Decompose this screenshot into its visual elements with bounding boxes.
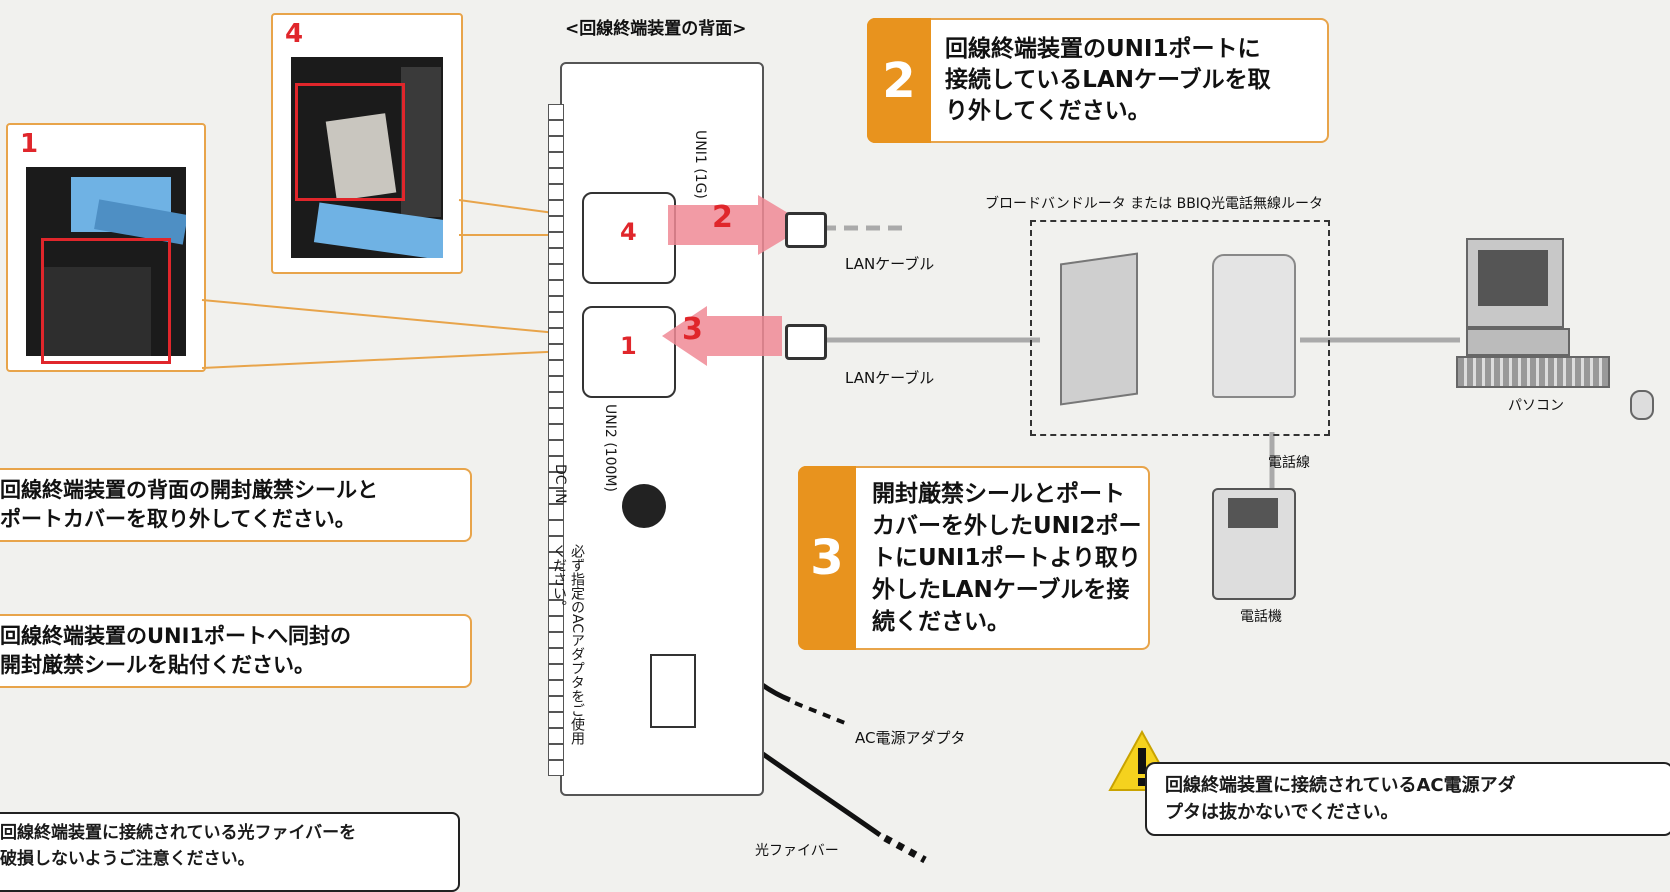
broadband-router-icon xyxy=(1060,252,1138,406)
cover-highlight xyxy=(41,238,171,364)
lan-cable-label: LANケーブル xyxy=(845,369,935,387)
ac-adapter-label: AC電源アダプタ xyxy=(855,729,966,747)
lan-cable-label: LANケーブル xyxy=(845,255,935,273)
photo-image xyxy=(291,57,443,258)
lan-plug-icon xyxy=(785,324,827,360)
phone-label: 電話機 xyxy=(1240,609,1282,625)
ac-adapter-warning: 回線終端装置に接続されているAC電源アダ プタは抜かないでください。 xyxy=(1145,762,1670,836)
connector-lines xyxy=(201,199,1460,864)
uni2-port: 1 xyxy=(582,306,676,398)
pc-monitor-icon xyxy=(1466,238,1564,328)
router-area xyxy=(1030,220,1330,436)
phone-line-label: 電話線 xyxy=(1268,455,1310,471)
note-attach-seal: 回線終端装置のUNI1ポートへ同封の 開封厳禁シールを貼付ください。 xyxy=(0,614,472,688)
onu-device: UNI1 (1G) 4 1 UNI2 (100M) DC IN 必ず指定のACア… xyxy=(548,62,764,796)
wireless-router-icon xyxy=(1212,254,1296,398)
uni2-label: UNI2 (100M) xyxy=(602,404,618,492)
fiber-label: 光ファイバー xyxy=(755,843,839,859)
port-number: 1 xyxy=(620,332,637,360)
note-remove-seal: 回線終端装置の背面の開封厳禁シールと ポートカバーを取り外してください。 xyxy=(0,468,472,542)
fiber-port xyxy=(650,654,696,728)
router-caption: ブロードバンドルータ または BBIQ光電話無線ルータ xyxy=(985,196,1323,212)
arrow-remove xyxy=(668,195,808,255)
adapter-note: 必ず指定のACアダプタをご使用ください。 xyxy=(551,544,585,746)
seal-highlight xyxy=(295,83,405,201)
step-number: 3 xyxy=(798,466,856,650)
uni1-label: UNI1 (1G) xyxy=(692,130,708,199)
lan-plug-icon xyxy=(785,212,827,248)
photo-step-number: 1 xyxy=(20,129,39,159)
arrow-step-number: 3 xyxy=(682,312,703,347)
pc-body-icon xyxy=(1466,328,1570,356)
dc-in-label: DC IN xyxy=(552,464,568,504)
mouse-icon xyxy=(1630,390,1654,420)
port-number: 4 xyxy=(620,218,637,246)
device-vent xyxy=(548,104,564,776)
pc-label: パソコン xyxy=(1508,398,1564,414)
step-text: 開封厳禁シールとポート カバーを外したUNI2ポー トにUNI1ポートより取り … xyxy=(872,481,1142,635)
arrow-step-number: 2 xyxy=(712,200,733,235)
step-3-box: 3 開封厳禁シールとポート カバーを外したUNI2ポー トにUNI1ポートより取… xyxy=(798,466,1150,650)
step-number: 2 xyxy=(867,18,931,143)
keyboard-icon xyxy=(1456,356,1610,388)
uni1-port: 4 xyxy=(582,192,676,284)
telephone-icon xyxy=(1212,488,1296,600)
arrow-insert xyxy=(662,306,782,366)
step-text: 回線終端装置のUNI1ポートに 接続しているLANケーブルを取 り外してください… xyxy=(945,36,1271,124)
photo-step-number: 4 xyxy=(285,19,304,49)
dc-in-jack xyxy=(622,484,666,528)
step-2-box: 2 回線終端装置のUNI1ポートに 接続しているLANケーブルを取 り外してくだ… xyxy=(867,18,1329,143)
fiber-warning: 回線終端装置に接続されている光ファイバーを 破損しないようご注意ください。 xyxy=(0,812,460,892)
device-title: <回線終端装置の背面> xyxy=(565,19,747,39)
photo-image xyxy=(26,167,186,356)
photo-port-sealed: 4 xyxy=(271,13,463,274)
photo-port-cover: 1 xyxy=(6,123,206,372)
